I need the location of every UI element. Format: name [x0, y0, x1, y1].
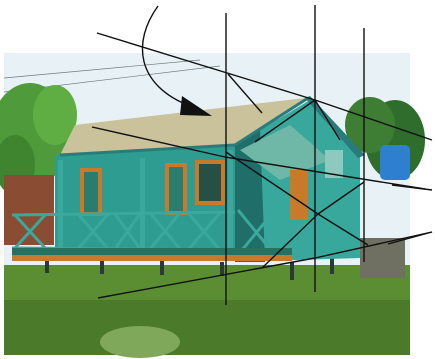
- door-side: [290, 170, 308, 220]
- diagonal-line-2: [91, 126, 226, 158]
- tick-right-1: [391, 184, 433, 191]
- curved-arrow-path: [141, 5, 191, 107]
- blue-barrel: [380, 145, 410, 180]
- annotation-lines: [91, 5, 433, 305]
- diagonal-line-5: [97, 257, 316, 299]
- converge-line-3: [261, 213, 319, 269]
- porch-floor: [12, 248, 292, 258]
- tick-right-2: [387, 231, 433, 245]
- house-stilts: [45, 255, 334, 280]
- power-line: [3, 59, 201, 79]
- roof-trim: [59, 143, 236, 157]
- roof: [60, 98, 305, 155]
- porch-columns: [58, 150, 233, 252]
- house-photo: [0, 53, 425, 358]
- door-middle-inner: [169, 167, 183, 211]
- converge-line-7: [227, 73, 263, 114]
- converge-line-1: [225, 151, 319, 215]
- porch-roof: [240, 125, 330, 180]
- roof-side: [305, 96, 365, 158]
- door-left-inner: [84, 172, 98, 212]
- roof-trim: [234, 96, 309, 147]
- arrowhead-icon: [180, 96, 212, 116]
- diagonal-line-1: [96, 32, 316, 101]
- diagonal-line-6: [314, 231, 433, 259]
- window-side: [325, 150, 343, 178]
- converge-line-6: [314, 99, 341, 141]
- diagonal-line-3: [224, 156, 426, 190]
- diagonal-line-4: [314, 99, 433, 141]
- window-front-inner: [199, 164, 221, 201]
- ground-dark: [4, 300, 410, 355]
- converge-line-4: [317, 213, 369, 246]
- converge-line-2: [317, 181, 365, 215]
- converge-line-5: [254, 99, 316, 143]
- porch-skirt: [12, 255, 292, 261]
- curved-arrow: [141, 5, 212, 116]
- plant-foreground: [100, 326, 180, 358]
